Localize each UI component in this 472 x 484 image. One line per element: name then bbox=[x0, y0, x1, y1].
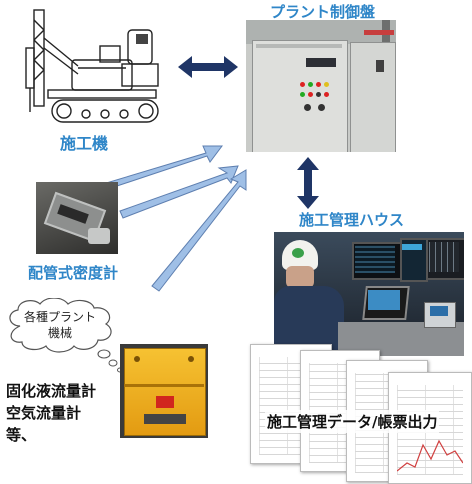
double-arrow-vertical bbox=[297, 157, 319, 209]
flowmeter-line-3: 等、 bbox=[6, 426, 37, 444]
arrow-density-to-panel bbox=[119, 165, 239, 219]
flowmeter-labels: 固化液流量計 空気流量計 等、 bbox=[6, 380, 96, 446]
bubble-line-1: 各種プラント bbox=[23, 310, 96, 324]
density-meter-label: 配管式密度計 bbox=[28, 264, 119, 282]
double-arrow-horizontal bbox=[178, 56, 238, 78]
plant-panel-label: プラント制御盤 bbox=[270, 3, 376, 21]
flowmeter-line-2: 空気流量計 bbox=[6, 404, 82, 422]
control-room-photo bbox=[274, 232, 464, 356]
machine-drawing bbox=[8, 8, 168, 128]
flowmeter-line-1: 固化液流量計 bbox=[6, 382, 97, 400]
arrow-machine-to-panel bbox=[102, 145, 223, 191]
bubble-text: 各種プラント 機械 bbox=[14, 309, 106, 341]
bubble-line-2: 機械 bbox=[47, 326, 72, 340]
thought-bubble bbox=[9, 298, 123, 373]
machine-label: 施工機 bbox=[60, 134, 109, 153]
report-chart-icon bbox=[397, 439, 463, 472]
flowmeter-box-photo bbox=[120, 344, 208, 438]
density-meter-photo bbox=[36, 182, 118, 254]
drilling-rig-icon bbox=[25, 9, 159, 123]
data-output-label: 施工管理データ/帳票出力 bbox=[265, 410, 440, 433]
control-panel-photo bbox=[246, 20, 396, 152]
site-house-label: 施工管理ハウス bbox=[299, 211, 405, 229]
arrow-plant-to-panel bbox=[151, 169, 247, 292]
